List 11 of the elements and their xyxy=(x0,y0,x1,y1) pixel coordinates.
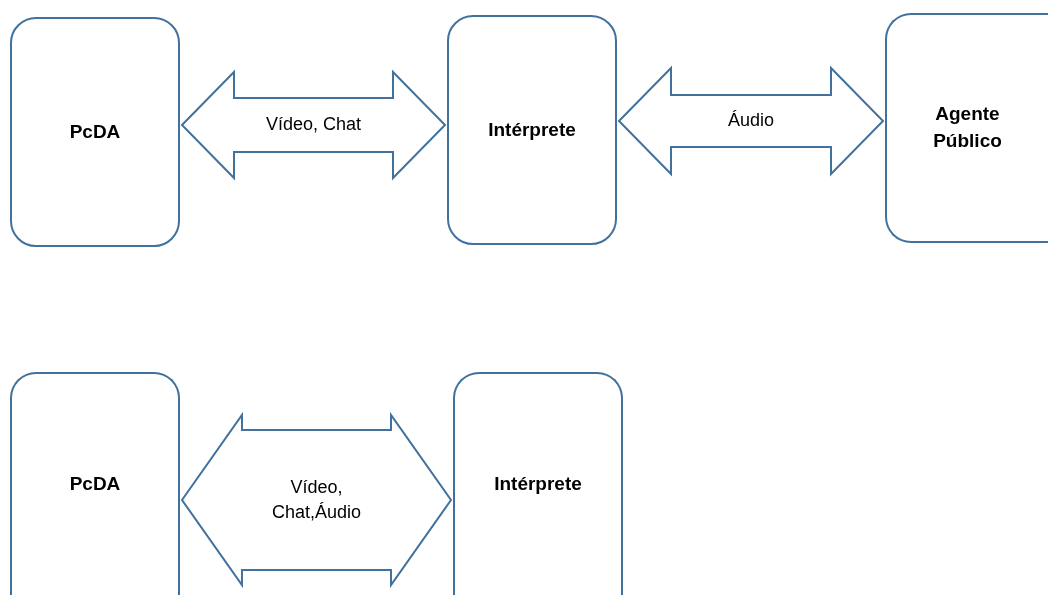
box-label: PcDA xyxy=(69,119,121,144)
double-arrow xyxy=(617,65,885,177)
process-box xyxy=(885,13,1048,243)
process-box xyxy=(453,372,623,595)
process-box xyxy=(447,15,617,245)
box-label: Agente Público xyxy=(932,102,1003,153)
box-label: PcDA xyxy=(69,472,121,497)
process-box xyxy=(10,17,180,247)
box-label: Intérprete xyxy=(488,117,576,142)
box-label: Intérprete xyxy=(494,472,582,497)
process-box xyxy=(10,372,180,595)
